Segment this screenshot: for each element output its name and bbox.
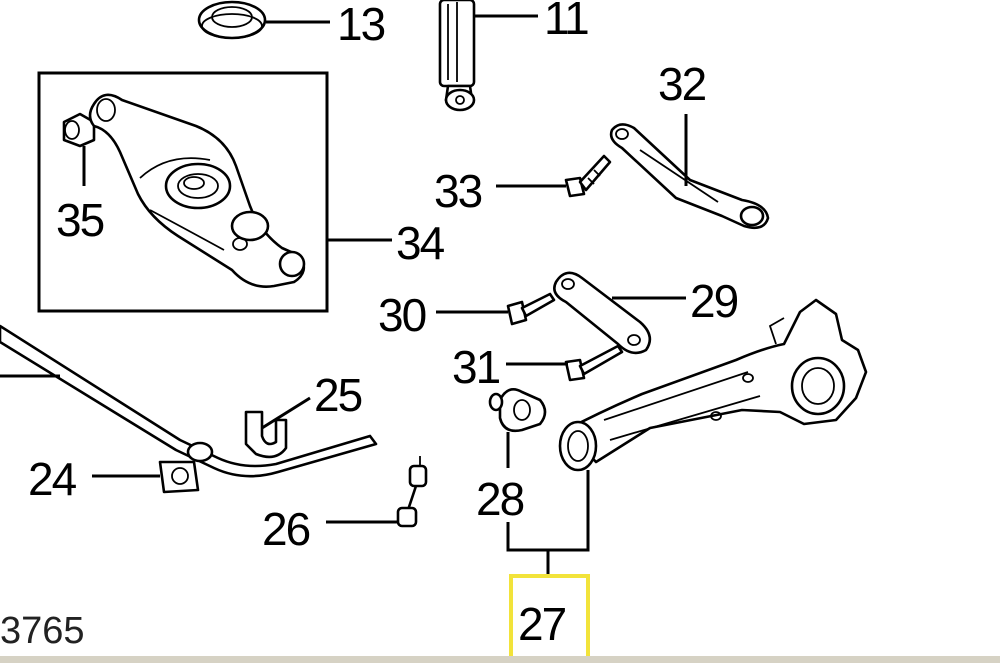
callout-27[interactable]: 27 [518,598,568,650]
part-31-bolt[interactable] [564,344,624,382]
callout-28[interactable]: 28 [476,473,526,525]
callout-34[interactable]: 34 [396,217,447,269]
part-stabilizer-bar[interactable] [0,324,378,478]
bottom-bar [0,656,1000,663]
callout-35[interactable]: 35 [56,194,106,246]
diagram-reference-code: 3765 [0,610,85,652]
part-29-link[interactable] [553,271,652,355]
callout-25[interactable]: 25 [314,369,364,421]
part-33-bolt[interactable] [564,154,612,198]
leader-25 [261,396,311,430]
part-27-trailing-arm-knuckle[interactable] [558,298,868,472]
part-32-upper-arm[interactable] [609,123,770,230]
callout-11[interactable]: 11 [544,0,590,44]
part-30-bolt[interactable] [506,292,556,326]
part-24-stabilizer-bushing[interactable] [158,460,200,494]
part-26-stabilizer-link[interactable] [396,456,428,528]
part-11-shock-absorber[interactable] [438,0,476,112]
callout-24[interactable]: 24 [28,453,79,505]
callout-29[interactable]: 29 [690,275,740,327]
part-34-lower-control-arm[interactable] [88,93,306,288]
part-35-bushing[interactable] [62,112,96,148]
part-25-bracket[interactable] [244,410,288,459]
callout-31[interactable]: 31 [452,341,502,393]
part-28-bushing[interactable] [488,388,547,433]
part-13-spring-insulator[interactable] [197,0,267,40]
lower-arm-assembly-box [37,71,329,313]
callout-30[interactable]: 30 [378,289,428,341]
callout-32[interactable]: 32 [658,58,708,110]
callout-26[interactable]: 26 [262,503,312,555]
callout-33[interactable]: 33 [434,165,484,217]
callout-13[interactable]: 13 [337,0,387,50]
